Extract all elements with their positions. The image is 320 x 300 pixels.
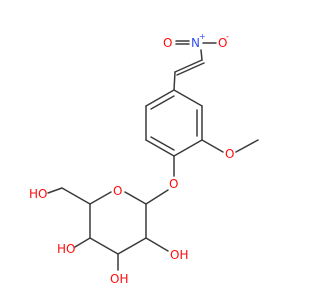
bond-sugar-2 — [117, 237, 147, 255]
bond-methoxy-ch3 — [235, 139, 259, 153]
nitro-oxygen-right: O — [218, 36, 227, 50]
aryl-ether-oxygen: O — [169, 177, 178, 191]
bond-ring-6b — [150, 95, 175, 110]
nitro-oxygen-charge: - — [226, 32, 229, 41]
bond-ring-4 — [145, 139, 175, 157]
bond-c5-ch2 — [61, 187, 91, 205]
nitro-oxygen-left: O — [163, 36, 172, 50]
bond-sugar-3 — [89, 237, 119, 255]
bond-ch2-oh — [47, 187, 63, 194]
bond-ring-3 — [173, 139, 203, 157]
c2-hydroxyl: OH — [170, 248, 188, 262]
bond-ring-1 — [173, 89, 203, 107]
bond-sugar-5 — [89, 191, 112, 205]
ring-oxygen: O — [113, 184, 122, 198]
c3-hydroxyl: OH — [110, 272, 128, 286]
bond-vinyl-ring — [173, 71, 176, 91]
bond-vinyl-double — [174, 59, 203, 73]
bond-ring-methoxy-o — [201, 139, 224, 153]
bonds — [47, 40, 259, 271]
bond-ring-4b — [150, 136, 175, 151]
hydroxymethyl-oh: HO — [29, 187, 47, 201]
bond-vinyl-double-2 — [176, 62, 205, 76]
bond-ether-anomeric — [145, 189, 169, 205]
bond-c2-oh — [145, 237, 169, 252]
bond-ring-6 — [145, 89, 175, 107]
bond-sugar-6 — [124, 191, 147, 205]
methoxy-oxygen: O — [225, 147, 234, 161]
nitro-nitrogen-charge: + — [199, 32, 206, 41]
c4-hydroxyl: HO — [57, 242, 75, 256]
bond-c4-oh — [74, 237, 91, 248]
nitro-nitrogen: N — [191, 36, 200, 50]
structure-diagram: O N + O - O O O HO OH OH HO — [29, 32, 259, 286]
atom-labels: O N + O - O O O HO OH OH HO — [29, 32, 234, 286]
bond-n-vinyl — [200, 49, 203, 61]
